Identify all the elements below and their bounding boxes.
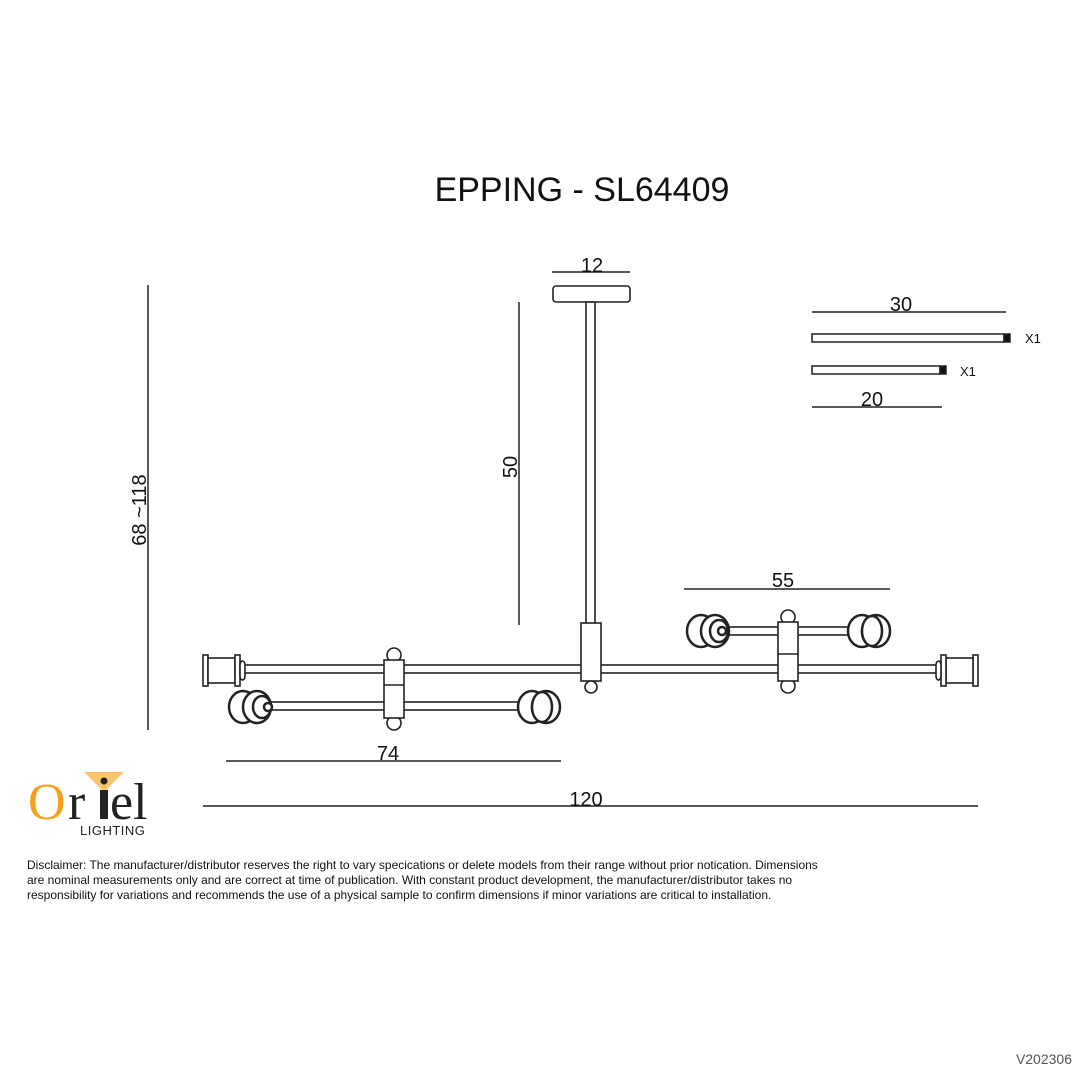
dim-rod-long-label: 30 xyxy=(890,294,912,316)
rod-long-end xyxy=(1003,333,1011,343)
fixture-drawing xyxy=(202,285,979,731)
lower-right-socket xyxy=(516,689,562,725)
dim-overall-width-label: 120 xyxy=(569,789,602,811)
dim-stem-label: 50 xyxy=(500,456,522,478)
dim-canopy-label: 12 xyxy=(581,255,603,277)
dimension-lines xyxy=(147,271,1006,807)
lower-left-socket xyxy=(227,689,274,725)
rod-short-qty: X1 xyxy=(960,364,976,379)
dim-rod-short-label: 20 xyxy=(861,389,883,411)
svg-text:el: el xyxy=(110,774,148,831)
center-hub xyxy=(580,622,602,682)
svg-text:LIGHTING: LIGHTING xyxy=(80,823,145,838)
right-end-socket xyxy=(935,654,979,687)
rod-long-qty: X1 xyxy=(1025,331,1041,346)
extension-rods xyxy=(811,333,1011,375)
rod-long xyxy=(811,333,1005,343)
dim-upper-arm-label: 55 xyxy=(772,570,794,592)
canopy xyxy=(552,285,631,303)
page-title: EPPING - SL64409 xyxy=(435,171,730,209)
dim-lower-arm-label: 74 xyxy=(377,743,399,765)
right-bracket xyxy=(777,621,799,682)
stem xyxy=(585,301,596,625)
center-finial xyxy=(584,680,598,694)
oriel-lighting-logo: O r el LIGHTING xyxy=(28,772,148,838)
version-label: V202306 xyxy=(1015,1051,1072,1067)
dim-height-label: 68 ~118 xyxy=(129,474,151,545)
upper-right-socket xyxy=(846,613,892,649)
disclaimer: Disclaimer: The manufacturer/distributor… xyxy=(27,858,818,902)
svg-text:r: r xyxy=(68,774,85,831)
rod-short xyxy=(811,365,941,375)
left-bracket xyxy=(383,659,405,719)
left-end-socket xyxy=(202,654,246,687)
svg-text:O: O xyxy=(28,774,66,831)
rod-short-end xyxy=(939,365,947,375)
upper-left-socket xyxy=(685,613,731,649)
